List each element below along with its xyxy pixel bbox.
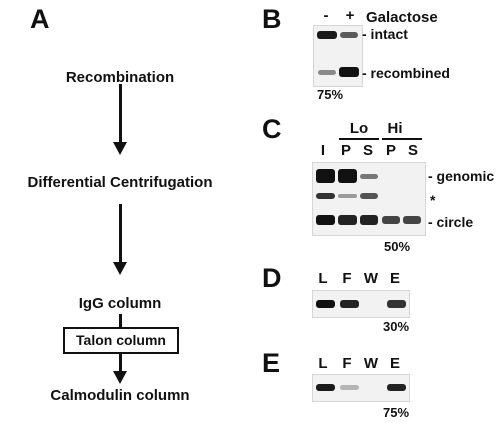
band-recombined-minus [318,70,336,75]
band-d-e [387,300,406,308]
lane-d-e: E [389,270,400,287]
lane-e-l: L [318,355,328,372]
band-circle-hi-p [382,216,400,224]
lane-c-lo-p: P [340,142,351,159]
lane-e-f: F [342,355,352,372]
label-star: * [430,192,436,208]
step-igg-column: IgG column [78,295,162,312]
group-lo-bracket [339,138,379,140]
percent-d: 30% [383,319,410,334]
group-hi: Hi [387,120,403,137]
percent-e: 75% [383,405,410,420]
band-recombined-plus [339,67,359,77]
band-circle-lo-p [338,215,357,225]
band-star-i [316,193,335,199]
step-differential-centrifugation: Differential Centrifugation [27,174,213,191]
gel-b [313,25,363,87]
band-intact-minus [317,31,337,39]
band-circle-i [316,215,335,225]
band-d-l [316,300,335,308]
panel-c-letter: C [262,114,282,144]
percent-c: 50% [384,239,411,254]
lane-e-w: W [363,355,379,372]
group-lo: Lo [349,120,369,137]
flow-arrow-1 [119,84,122,142]
panel-b-letter: B [262,4,282,34]
lane-c-hi-p: P [385,142,396,159]
flow-arrow-1-head [113,142,127,155]
panel-a-letter: A [30,4,50,34]
panel-e-letter: E [262,348,281,378]
percent-b: 75% [317,87,344,102]
label-genomic: - genomic [428,168,495,184]
panel-d-letter: D [262,263,282,293]
lane-c-i: I [320,142,326,159]
galactose-header: Galactose [366,9,438,26]
gel-c [312,162,426,236]
label-intact: - intact [362,26,408,42]
label-circle: - circle [428,214,474,230]
gel-d [312,290,410,318]
flow-arrow-3-head [113,371,127,384]
lane-c-hi-s: S [407,142,418,159]
band-star-lo-p [338,194,357,198]
flow-arrow-2-head [113,262,127,275]
band-circle-lo-s [360,215,378,225]
band-intact-plus [340,32,358,38]
lane-d-w: W [363,270,379,287]
band-e-e [387,384,406,391]
band-genomic-i [316,169,335,183]
lane-d-l: L [318,270,328,287]
band-genomic-lo-p [338,169,357,183]
band-circle-hi-s [403,216,421,224]
talon-column-box: Talon column [63,327,179,354]
label-recombined: - recombined [362,65,450,81]
step-recombination: Recombination [65,69,175,86]
lane-d-f: F [342,270,352,287]
group-hi-bracket [382,138,422,140]
band-d-f [340,300,359,308]
lane-plus: + [345,7,355,24]
lane-c-lo-s: S [362,142,373,159]
band-star-lo-s [360,193,378,199]
lane-e-e: E [389,355,400,372]
band-e-l [316,384,335,391]
band-e-f [340,385,359,390]
step-calmodulin-column: Calmodulin column [50,387,190,404]
gel-e [312,374,410,402]
lane-minus: - [323,7,329,24]
band-genomic-lo-s [360,174,378,179]
flow-arrow-2 [119,204,122,262]
